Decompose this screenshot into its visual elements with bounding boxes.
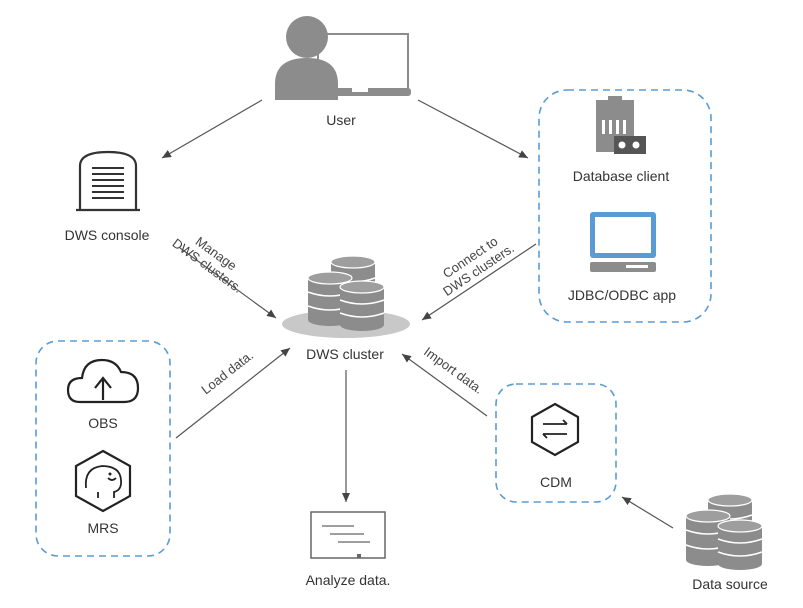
data-source-label: Data source [692, 576, 768, 592]
arrow-manage [179, 247, 277, 319]
mrs-label: MRS [87, 520, 118, 536]
gateway-icon [76, 150, 140, 212]
analyze-data-label: Analyze data. [306, 572, 391, 588]
arrow-load [175, 347, 291, 439]
connect-edge-label: Connect to DWS clusters. [440, 233, 517, 298]
dws-cluster-label: DWS cluster [306, 346, 384, 362]
database-client-label: Database client [573, 168, 670, 184]
user-label: User [326, 112, 356, 128]
jdbc-odbc-label: JDBC/ODBC app [568, 287, 676, 303]
import-data-text: Import data. [421, 344, 486, 397]
report-icon [310, 511, 386, 559]
manage-edge-label: Manage DWS clusters. [170, 234, 245, 296]
arrow-user-to-client [417, 99, 529, 159]
arrow-connect [421, 243, 537, 321]
monitor-icon [590, 212, 656, 272]
obs-label: OBS [88, 415, 118, 431]
dws-console-label: DWS console [65, 227, 150, 243]
database-client-icon [596, 96, 646, 154]
load-data-text: Load data. [198, 348, 256, 398]
exchange-icon [530, 402, 580, 457]
database-icon [282, 255, 410, 338]
import-edge-label: Import data. [421, 344, 486, 397]
cdm-label: CDM [540, 474, 572, 490]
source-group [35, 340, 171, 557]
user-icon [275, 16, 338, 100]
data-source-icon [685, 493, 763, 570]
elephant-icon [74, 449, 132, 513]
client-group [538, 89, 712, 323]
cloud-upload-icon [66, 358, 140, 404]
cdm-group [495, 383, 617, 503]
arrow-import [401, 353, 488, 417]
load-edge-label: Load data. [198, 348, 256, 398]
arrow-datasource-to-cdm [621, 496, 674, 529]
arrow-user-to-console [161, 99, 263, 159]
